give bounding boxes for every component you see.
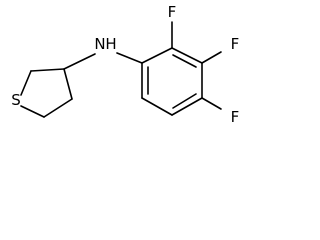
fluorine-bonds (171, 21, 222, 110)
atom-label-fluorine-4: F (231, 108, 240, 126)
bond-c3-f (201, 51, 222, 64)
chemical-structure-diagram: S N H F F F (11, 3, 239, 126)
atom-label-fluorine-2: F (168, 3, 177, 21)
bond-c2-c3-inner (172, 54, 197, 68)
bond-c1-c2 (141, 47, 173, 64)
bond-c5-c6 (141, 97, 173, 116)
atom-label-amine-h: H (105, 35, 116, 53)
bond-c4-c5 (43, 98, 73, 118)
benzene-ring (141, 47, 203, 116)
amine-linker (63, 52, 143, 70)
bond-c4-f (201, 97, 222, 110)
bond-n-c1 (116, 52, 143, 64)
bond-s-c2 (20, 70, 32, 96)
atom-label-amine-n: N (94, 35, 105, 53)
bond-c4-c5-inner (172, 93, 197, 109)
bond-c2-c3 (171, 47, 203, 64)
atom-labels: S N H F F F (11, 3, 239, 126)
bond-c4-c5 (171, 97, 203, 116)
bond-c5-s (20, 105, 45, 118)
bond-c3-n (63, 53, 96, 70)
bond-c2-c3 (30, 68, 65, 72)
bond-c3-c4 (63, 68, 73, 100)
atom-label-fluorine-3: F (231, 35, 240, 53)
thiolane-ring (20, 68, 73, 118)
atom-label-sulfur: S (11, 91, 21, 109)
